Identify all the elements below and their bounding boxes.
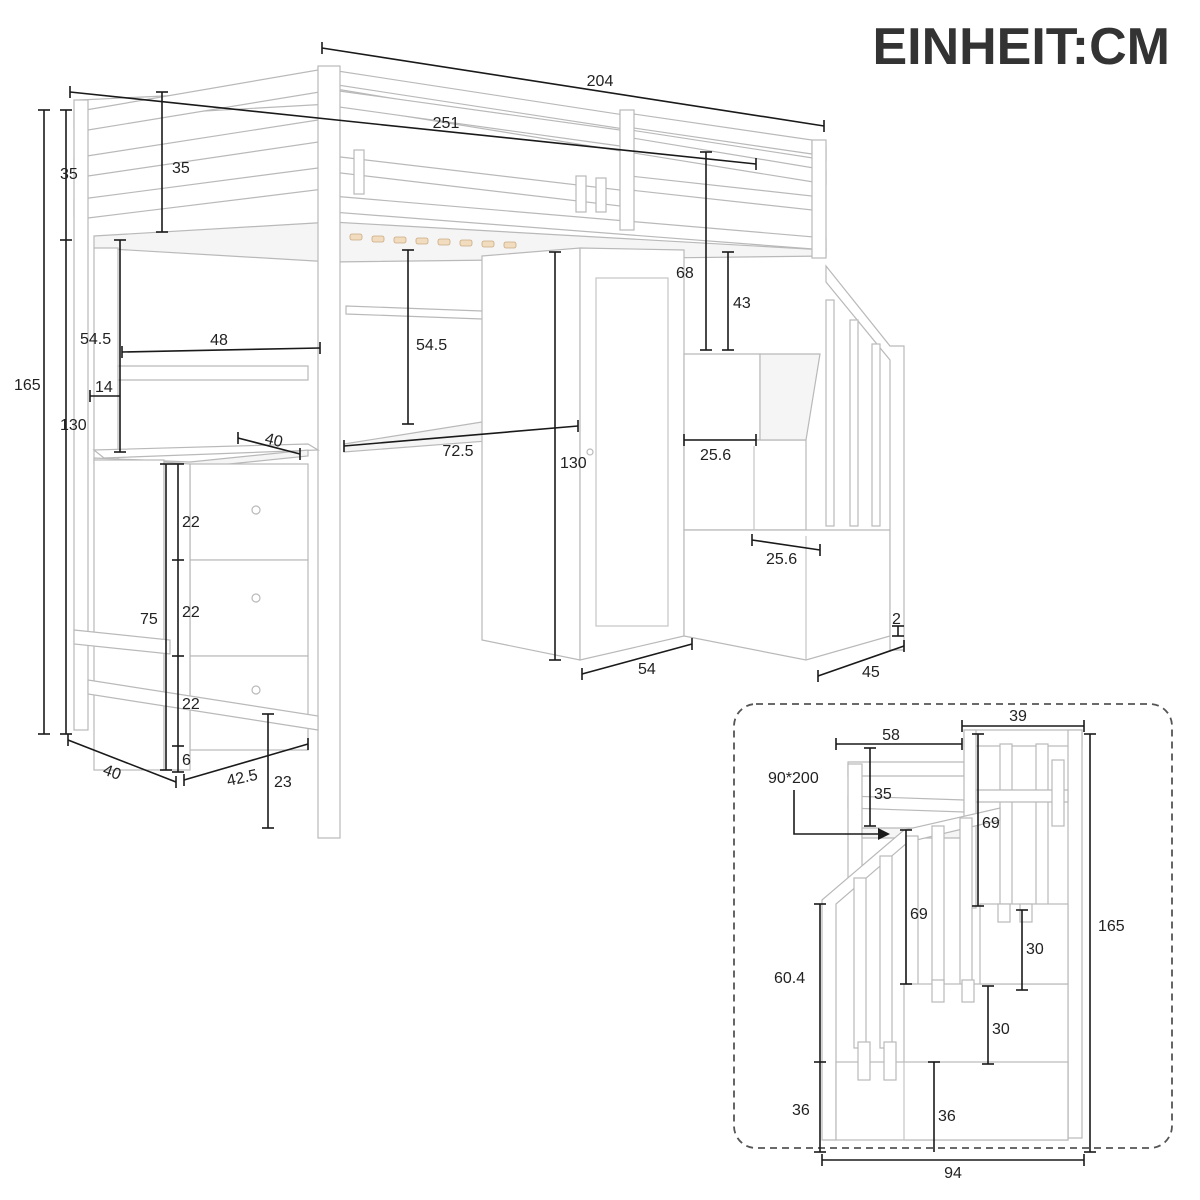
main-dimension-labels: 204 251 35 35 165 54.5 48 54.5 14 130 40… (14, 73, 901, 791)
inset-stair-drawing (821, 729, 1083, 1141)
dim-drawer-1: 22 (182, 514, 200, 531)
dim-step-depth-1: 25.6 (700, 447, 731, 464)
inset-mid-rail: 69 (910, 906, 928, 923)
inset-dimension-labels: 58 39 90*200 35 69 69 165 30 60.4 30 36 … (768, 708, 1125, 1182)
dim-stair-width: 45 (862, 664, 880, 681)
dim-base-offset: 2 (892, 611, 901, 628)
dim-total-height: 165 (14, 377, 41, 394)
dim-leg-clear: 23 (274, 774, 292, 791)
inset-stair-top-width: 39 (1009, 708, 1027, 725)
dim-wardrobe-height: 130 (560, 455, 587, 472)
dim-desk-clearance: 54.5 (416, 337, 447, 354)
dim-dresser-width: 42.5 (225, 767, 259, 790)
inset-step-1: 30 (1026, 941, 1044, 958)
dim-desk-width: 72.5 (442, 443, 473, 460)
dim-drawer-3: 22 (182, 696, 200, 713)
inset-dimension-lines (793, 720, 1096, 1166)
dim-stair-gap-upper: 43 (733, 295, 751, 312)
dim-diagonal-length: 251 (433, 115, 460, 132)
dim-rail-height-left: 35 (60, 166, 78, 183)
dim-depth-left: 40 (101, 762, 124, 784)
dim-total-length: 204 (587, 73, 614, 90)
dim-dresser-height: 75 (140, 611, 158, 628)
inset-total-height: 165 (1098, 918, 1125, 935)
dim-drawer-base: 6 (182, 752, 191, 769)
dim-wardrobe-width: 54 (638, 661, 656, 678)
dim-shelf-height-left: 54.5 (80, 331, 111, 348)
inset-bottom-height: 36 (792, 1102, 810, 1119)
dim-step-depth-2: 25.6 (766, 551, 797, 568)
dim-rail-height-inner: 35 (172, 160, 190, 177)
inset-bed-width: 58 (882, 727, 900, 744)
inset-handrail-height: 60.4 (774, 970, 805, 987)
inset-step-2: 30 (992, 1021, 1010, 1038)
main-dimension-lines (38, 42, 905, 829)
inset-total-width: 94 (944, 1165, 962, 1182)
dim-stair-gap-total: 68 (676, 265, 694, 282)
inset-rail-height: 35 (874, 786, 892, 803)
inset-step-3: 36 (938, 1108, 956, 1125)
inset-upper-rail: 69 (982, 815, 1000, 832)
unit-title: EINHEIT:CM (872, 18, 1170, 76)
dim-shelf-gap: 14 (95, 379, 113, 396)
dim-drawer-2: 22 (182, 604, 200, 621)
dim-shelf-width: 48 (210, 332, 228, 349)
dim-drawer-depth: 40 (263, 430, 284, 451)
loft-bed-drawing (73, 65, 905, 839)
dim-left-height: 130 (60, 417, 87, 434)
inset-panel: 58 39 90*200 35 69 69 165 30 60.4 30 36 … (733, 703, 1173, 1182)
inset-mattress-label: 90*200 (768, 770, 819, 787)
